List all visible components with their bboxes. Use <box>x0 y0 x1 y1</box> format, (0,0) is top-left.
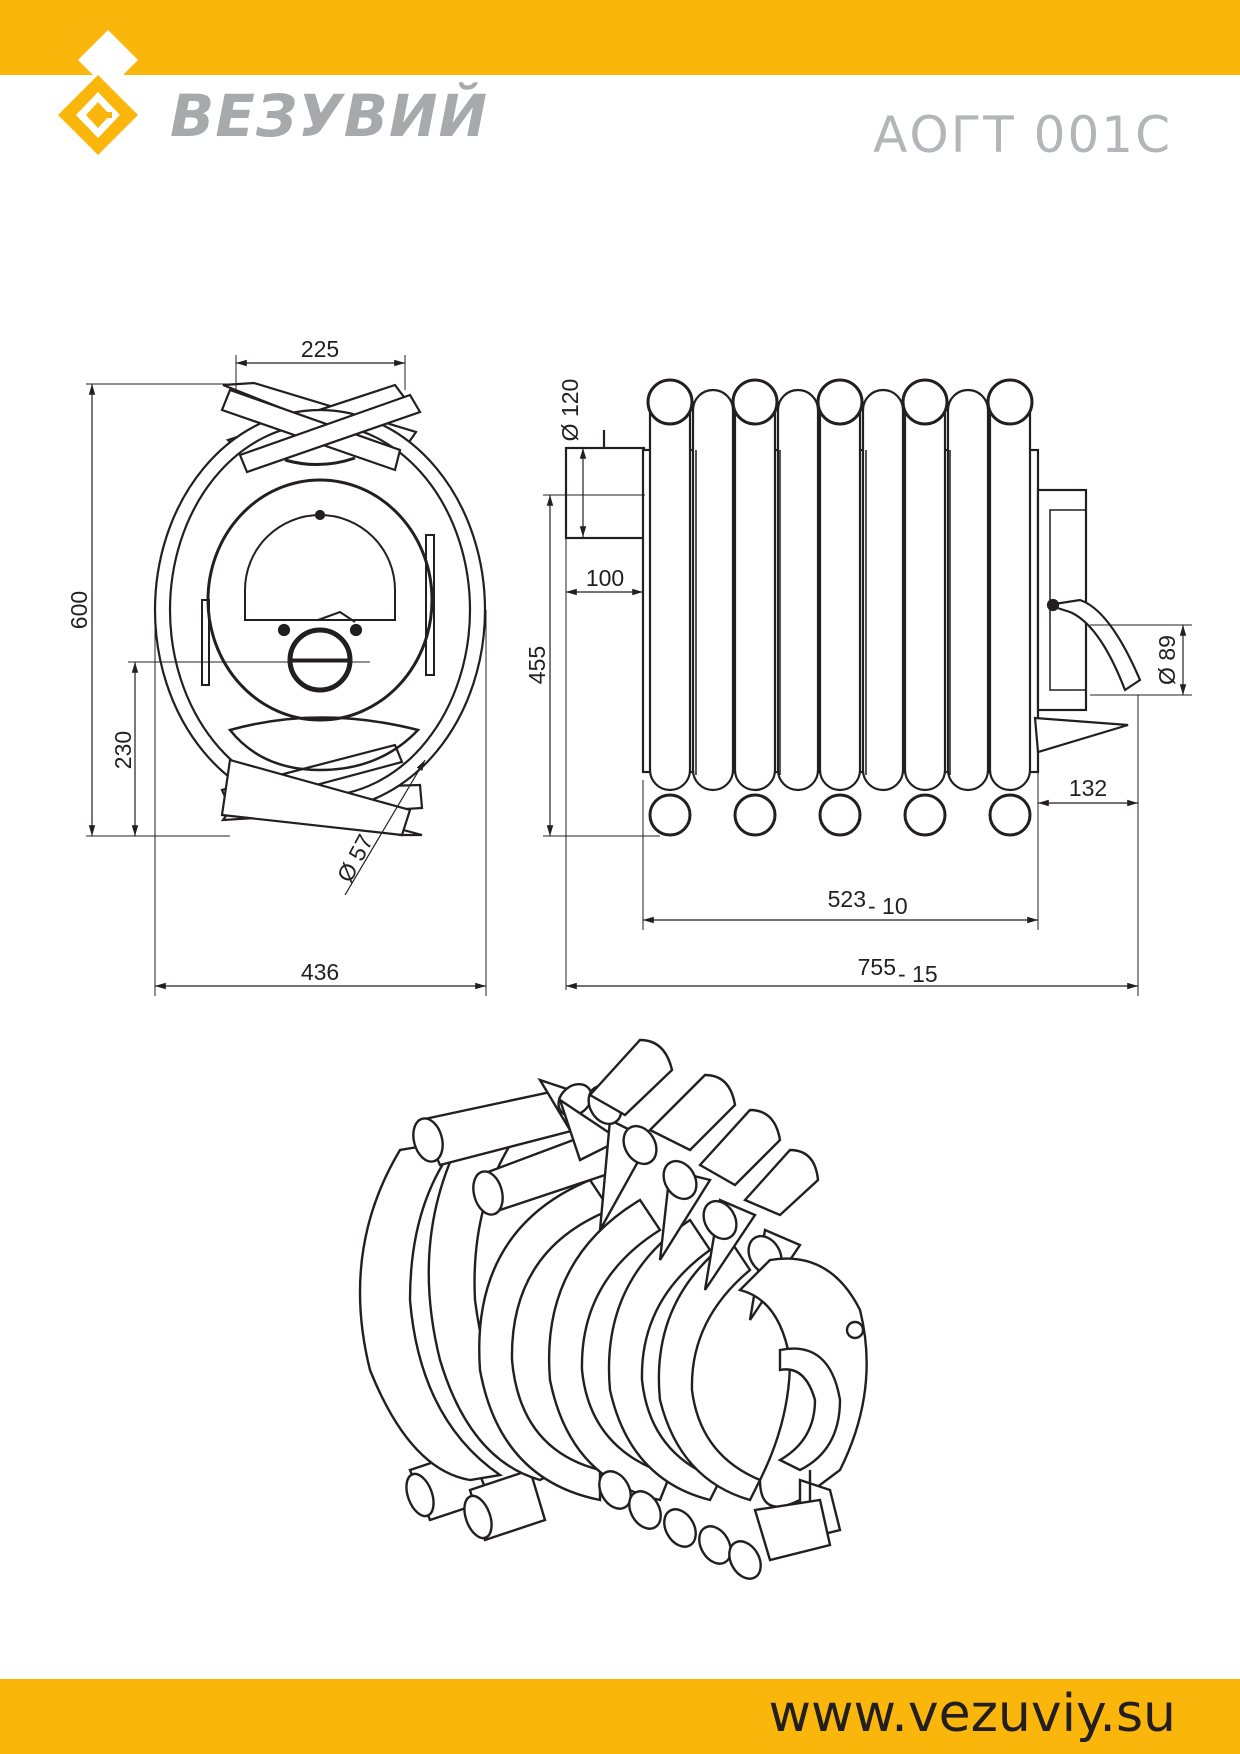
dim-body-tolerance: - 10 <box>868 893 908 919</box>
front-view <box>86 355 487 996</box>
dim-top-width: 225 <box>301 336 339 362</box>
dim-total-length: 755 <box>858 954 896 980</box>
dim-body-length: 523 <box>828 886 866 912</box>
dim-flue-height: 455 <box>524 646 550 684</box>
dim-axis-height: 230 <box>110 731 136 769</box>
side-tubes <box>648 388 1032 792</box>
footer-bar <box>0 1679 1240 1754</box>
website-url[interactable]: www.vezuviy.su <box>768 1684 1176 1744</box>
dim-total-tolerance: - 15 <box>898 961 938 987</box>
dim-door-diameter: Ø 89 <box>1154 635 1180 685</box>
dim-width: 436 <box>301 959 339 985</box>
technical-drawing: 225 600 230 Ø 57 436 <box>66 336 1192 1580</box>
brand-logo-icon <box>58 30 138 155</box>
dim-height: 600 <box>66 591 92 629</box>
dim-flue-offset: 100 <box>586 565 624 591</box>
model-title: АОГТ 001С <box>873 106 1172 164</box>
dim-flue-diameter: Ø 120 <box>557 379 583 442</box>
header-bar <box>0 0 1240 75</box>
dim-pipe-diameter: Ø 57 <box>332 830 378 886</box>
stove-isometric-icon <box>358 1038 868 1580</box>
side-view <box>543 378 1192 996</box>
brand-name: ВЕЗУВИЙ <box>170 82 489 150</box>
dim-door-depth: 132 <box>1069 775 1107 801</box>
